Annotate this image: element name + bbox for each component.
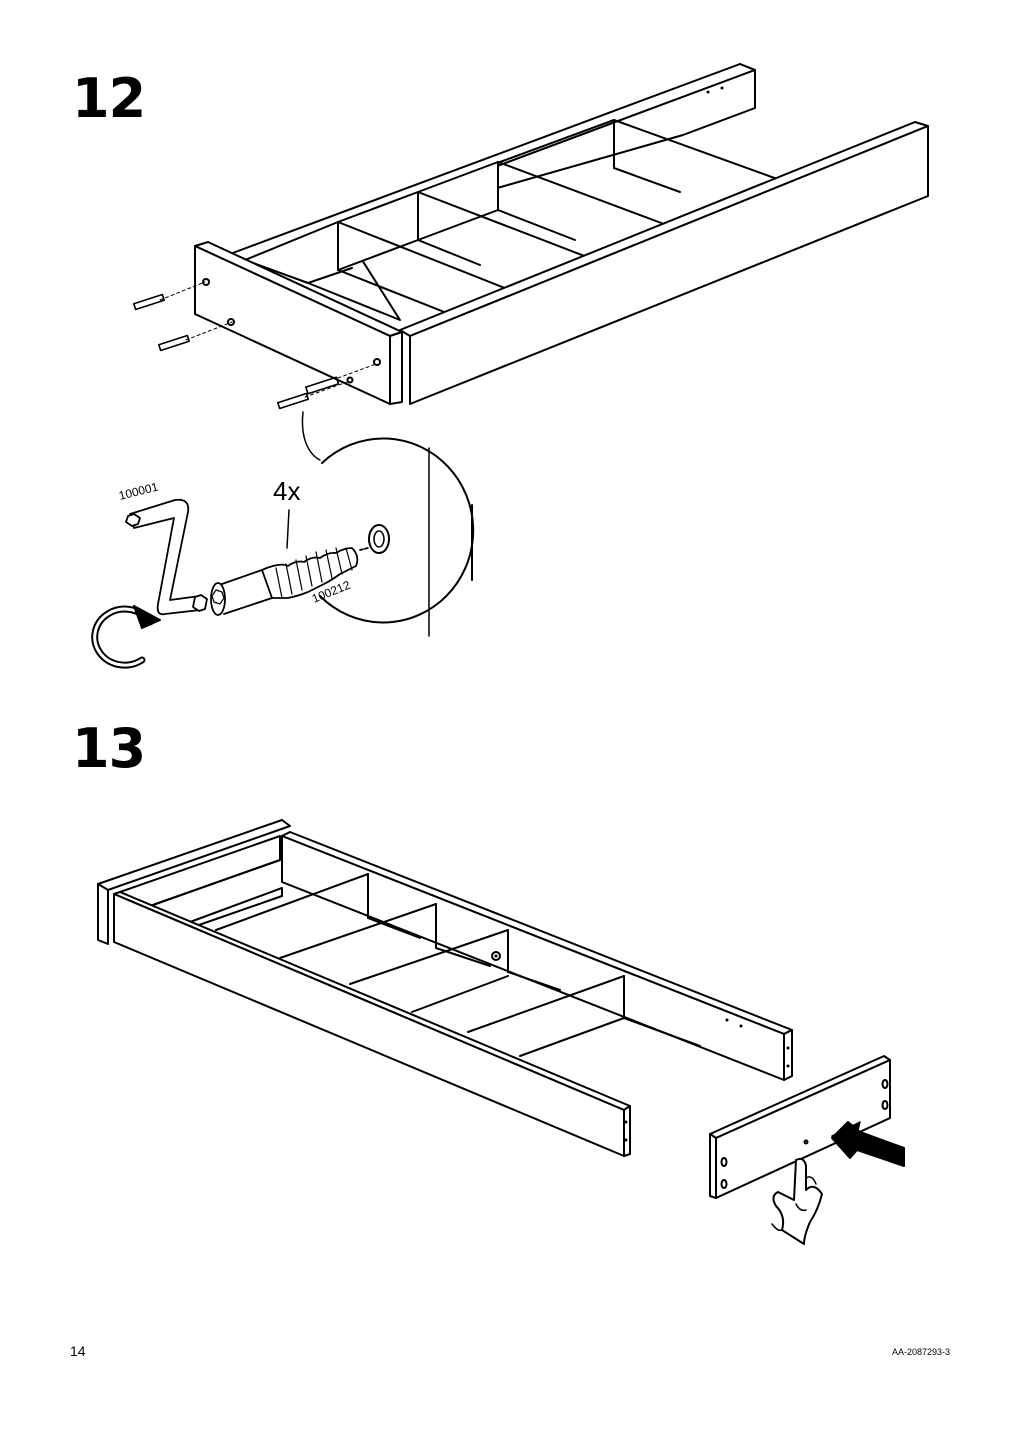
step-13-number: 13 bbox=[72, 717, 146, 780]
step-12-illustration: 4x 100212 100001 bbox=[91, 63, 929, 669]
screws bbox=[133, 281, 377, 410]
quantity-label: 4x bbox=[273, 476, 300, 506]
document-code: AA-2087293-3 bbox=[891, 1347, 950, 1357]
push-arrow-icon bbox=[831, 1121, 905, 1167]
step-12-number: 12 bbox=[72, 67, 146, 130]
cross-slats bbox=[244, 119, 781, 335]
near-rail-13 bbox=[113, 891, 631, 1157]
page-number: 14 bbox=[70, 1343, 86, 1359]
near-rail bbox=[399, 121, 929, 405]
end-board-left bbox=[97, 819, 291, 945]
detail-magnifier bbox=[319, 437, 475, 637]
cam-screw bbox=[210, 547, 369, 616]
pointing-hand-icon bbox=[771, 1157, 823, 1245]
end-board bbox=[194, 241, 403, 405]
clockwise-rotation-icon bbox=[91, 605, 161, 669]
loose-end-board bbox=[709, 1055, 891, 1199]
allen-key-tool bbox=[125, 498, 208, 616]
far-rail-13 bbox=[281, 831, 793, 1081]
